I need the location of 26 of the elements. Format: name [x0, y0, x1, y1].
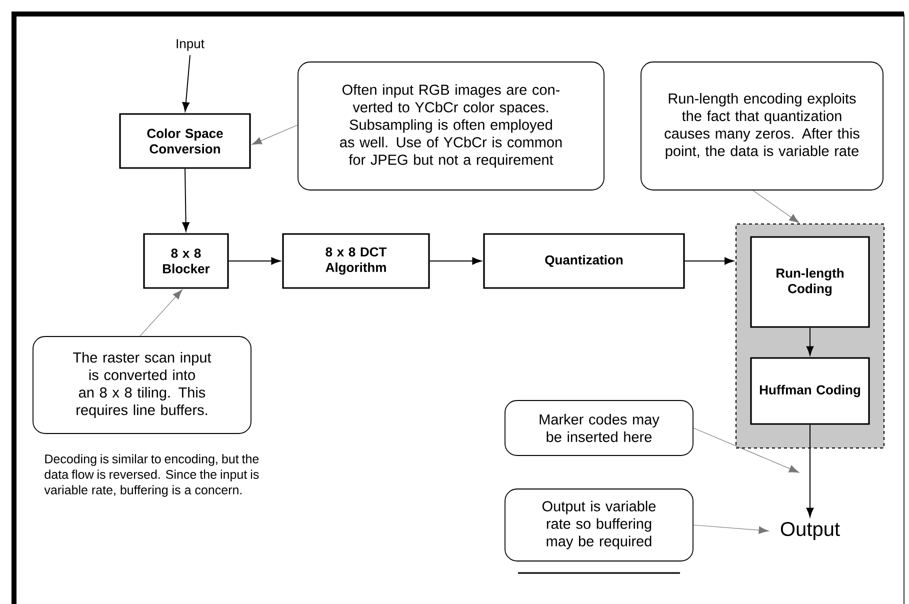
callout-bubble: Output is variable rate so buffering may be required — [504, 488, 694, 562]
callout-bubble: The raster scan input is converted into an 8 x 8 tiling. This requires line buffers. — [32, 336, 252, 434]
input-label: Input — [176, 39, 204, 51]
process-box: Quantization — [483, 233, 685, 289]
arrow — [429, 257, 482, 265]
callout-bubble: Often input RGB images are con- verted to YCbCr color spaces. Subsampling is often employed as well. Use of YCbCr is common for JPEG but not a requirement — [298, 62, 604, 190]
process-box: Huffman Coding — [750, 357, 870, 425]
process-box: Run-length Coding — [750, 236, 870, 328]
callout-bubble: Marker codes may be inserted here — [504, 400, 694, 456]
leader-arrow — [693, 428, 800, 473]
arrow — [182, 54, 190, 112]
leader-arrow — [693, 524, 769, 534]
arrow — [182, 168, 190, 232]
process-box: 8 x 8 DCT Algorithm — [282, 233, 430, 289]
leader-arrow — [140, 289, 182, 336]
note-text: Decoding is similar to encoding, but the data flow is reversed. Since the input is variable rate, buffering is a concern. — [44, 454, 259, 497]
leader-arrow — [752, 190, 800, 224]
callout-bubble: Run-length encoding exploits the fact that quantization causes many zeros. After this point, the data is variable rate — [640, 62, 884, 190]
arrow — [806, 424, 814, 518]
output-label: Output — [780, 522, 840, 540]
leader-arrow — [252, 124, 298, 145]
process-box: Color Space Conversion — [119, 113, 251, 169]
arrow — [806, 327, 814, 356]
arrow — [228, 257, 281, 265]
arrow — [684, 257, 734, 265]
process-box: 8 x 8 Blocker — [143, 233, 229, 289]
